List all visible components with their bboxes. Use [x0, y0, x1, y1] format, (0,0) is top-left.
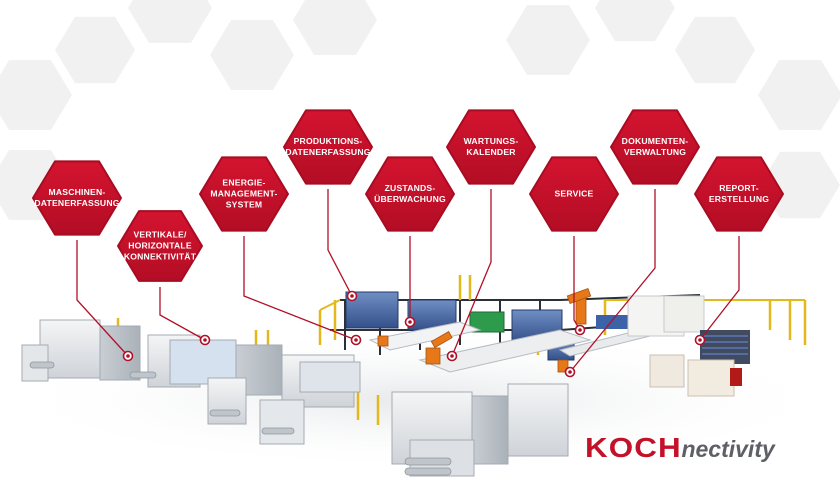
background-hexagon — [758, 60, 840, 130]
background-hexagon — [760, 151, 840, 219]
connector-line-energiemanagementsystem — [243, 236, 357, 341]
background-hexagons — [0, 0, 840, 220]
hexagon-label-reporterstellung: REPORT- ERSTELLUNG — [708, 183, 770, 204]
connector-line-reporterstellung — [699, 236, 740, 341]
hexagon-dokumentenverwaltung — [610, 109, 700, 185]
background-hexagon — [595, 0, 675, 42]
hexagon-label-energiemanagementsystem: ENERGIE- MANAGEMENT- SYSTEM — [210, 177, 278, 210]
logo-brand: KOCH — [585, 432, 682, 463]
hexagon-label-service: SERVICE — [554, 188, 594, 199]
connector-lines — [76, 189, 740, 373]
connector-line-dokumentenverwaltung — [569, 189, 656, 373]
connector-marker-dot — [450, 354, 454, 358]
hexagon-label-dokumentenverwaltung: DOKUMENTEN- VERWALTUNG — [621, 136, 689, 157]
background-hexagon — [55, 16, 135, 84]
kochnectivity-logo: KOCH nectivity — [585, 432, 815, 466]
hexagon-produktionsdatenerfassung — [283, 109, 373, 185]
hexagon-label-produktionsdatenerfassung: PRODUKTIONS- DATENERFASSUNG — [285, 136, 371, 157]
connector-marker-dot — [203, 338, 207, 342]
connector-markers — [122, 290, 706, 378]
background-hexagon — [0, 60, 72, 130]
connector-marker-dot — [578, 328, 582, 332]
connector-marker-dot — [568, 370, 572, 374]
hexagon-label-zustandsueberwachung: ZUSTANDS- ÜBERWACHUNG — [374, 183, 446, 204]
hexagon-service — [529, 156, 619, 232]
hexagon-zustandsueberwachung — [365, 156, 455, 232]
background-hexagon — [675, 16, 755, 84]
connector-line-maschinendatenerfassung — [76, 240, 129, 357]
feature-hexagons — [32, 109, 784, 282]
connector-marker-dot — [698, 338, 702, 342]
hexagon-wartungskalender — [446, 109, 536, 185]
background-hexagon — [293, 0, 377, 55]
hexagon-label-vertikale-horizontale-konnektivitaet: VERTIKALE/ HORIZONTALE KONNEKTIVITÄT — [123, 229, 197, 262]
connector-line-wartungskalender — [451, 189, 492, 357]
hexagon-reporterstellung — [694, 156, 784, 232]
connector-marker-dot — [126, 354, 130, 358]
connector-line-produktionsdatenerfassung — [327, 189, 353, 297]
connector-marker-dot — [408, 320, 412, 324]
background-hexagon — [128, 0, 212, 43]
hexagon-label-wartungskalender: WARTUNGS- KALENDER — [463, 136, 519, 157]
connector-marker-dot — [350, 294, 354, 298]
connector-marker-dot — [354, 338, 358, 342]
hexagon-label-maschinendatenerfassung: MASCHINEN- DATENERFASSUNG — [34, 187, 120, 208]
connector-line-vertikale-horizontale-konnektivitaet — [159, 287, 206, 341]
production-line — [21, 275, 807, 477]
logo-suffix: nectivity — [681, 436, 775, 462]
background-hexagon — [506, 5, 590, 75]
background-hexagon — [210, 20, 294, 90]
hexagon-energiemanagementsystem — [199, 156, 289, 232]
hexagon-vertikale-horizontale-konnektivitaet — [117, 210, 203, 282]
hexagon-maschinendatenerfassung — [32, 160, 122, 236]
